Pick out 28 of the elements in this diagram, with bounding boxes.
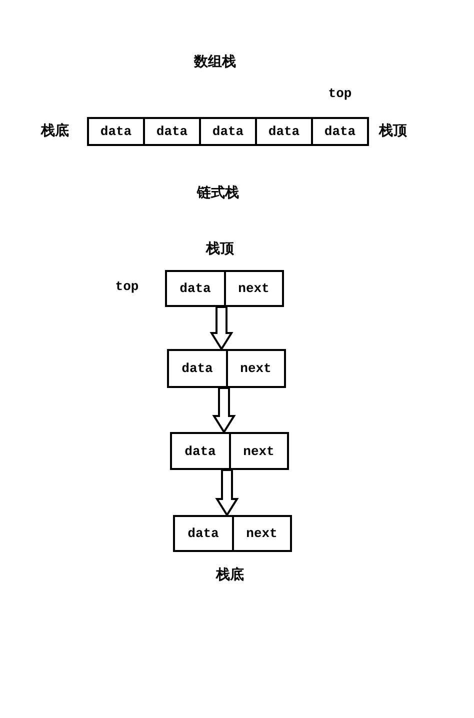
pointer-label: top [115,279,139,295]
field-label: next [238,281,270,296]
end-label: 栈顶 [206,241,234,257]
end-label: 栈底 [41,123,69,139]
hollow-arrow [215,469,239,517]
stack-cell: data [143,117,201,146]
section-heading: 链式栈 [197,185,239,201]
stack-cell: data [255,117,313,146]
stack-cell: data [87,117,145,146]
list-node-box [165,270,284,307]
pointer-label: top [328,86,352,102]
field-label: next [240,361,272,376]
stack-cell: data [199,117,257,146]
field-label: data [184,444,216,458]
hollow-arrow [210,306,234,351]
field-label: data [188,526,219,541]
field-label: data [180,281,211,296]
list-node-box [173,515,292,552]
list-node-box [167,349,286,388]
field-label: data [182,361,213,376]
field-label: next [243,444,274,458]
end-label: 栈顶 [379,123,407,139]
end-label: 栈底 [216,567,244,583]
section-heading: 数组栈 [194,54,236,70]
list-node-box [170,432,289,470]
stack-cell: data [311,117,369,146]
hollow-arrow [212,387,236,434]
field-label: next [246,526,278,541]
